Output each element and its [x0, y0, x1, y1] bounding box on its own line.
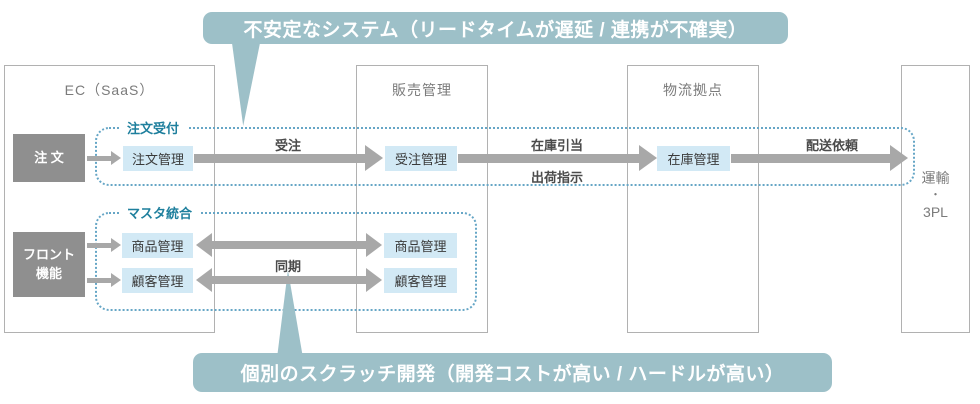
column-logistics-base: 物流拠点 — [627, 65, 759, 333]
group-order-intake: 注文受付 — [95, 119, 915, 186]
arrow-ec-order-to-sales-order — [194, 154, 365, 163]
arrowhead-inventory-to-transport — [890, 145, 908, 171]
arrow-front-to-ec-customer — [87, 278, 111, 283]
top-banner-callout-pointer — [232, 43, 260, 126]
column-title-logistics: 物流拠点 — [663, 82, 723, 98]
module-label-ec-product: 商品管理 — [131, 239, 184, 254]
front-functions-line2: 機能 — [35, 265, 62, 281]
flow-label-inventory-allocation: 在庫引当 — [530, 138, 583, 153]
source-box-order-label: 注 文 — [34, 149, 64, 165]
arrowhead-front-to-ec-product — [111, 238, 121, 252]
arrowhead-customer-sync-left — [196, 268, 212, 292]
module-box-sales-customer-management: 顧客管理 — [384, 268, 457, 293]
arrowhead-product-sync-right — [366, 233, 382, 257]
module-label-sales-order: 受注管理 — [394, 152, 447, 167]
module-label-sales-customer: 顧客管理 — [394, 274, 447, 289]
arrow-inventory-to-transport — [731, 154, 890, 163]
group-label-master-integration: マスタ統合 — [119, 204, 201, 223]
flow-label-delivery-request: 配送依頼 — [805, 138, 858, 153]
column-title-ec: EC（SaaS） — [64, 82, 155, 98]
transport-line2: 3PL — [923, 204, 948, 221]
group-label-order-intake: 注文受付 — [119, 119, 188, 138]
module-label-ec-order: 注文管理 — [131, 152, 184, 167]
transport-separator-dot: ・ — [930, 189, 941, 202]
arrow-sales-order-to-inventory — [458, 154, 639, 163]
top-problem-banner: 不安定なシステム（リードタイムが遅延 / 連携が不確実） — [203, 12, 788, 44]
module-label-ec-customer: 顧客管理 — [131, 274, 184, 289]
source-box-order: 注 文 — [13, 134, 85, 182]
bottom-problem-banner-label: 個別のスクラッチ開発（開発コストが高い / ハードルが高い） — [240, 364, 785, 385]
front-functions-line1: フロント — [22, 246, 75, 262]
flow-label-order-received: 受注 — [274, 138, 301, 153]
column-title-transport: 運輸 ・ 3PL — [902, 167, 969, 224]
arrowhead-product-sync-left — [196, 233, 212, 257]
module-box-ec-customer-management: 顧客管理 — [122, 268, 193, 293]
flow-label-sync: 同期 — [274, 259, 301, 274]
arrowhead-sales-order-to-inventory — [639, 145, 657, 171]
module-box-ec-product-management: 商品管理 — [122, 233, 193, 258]
top-problem-banner-label: 不安定なシステム（リードタイムが遅延 / 連携が不確実） — [243, 19, 748, 41]
transport-line1: 運輸 — [921, 170, 950, 187]
flow-label-shipping-instruction: 出荷指示 — [530, 170, 583, 185]
source-box-front-functions: フロント 機能 — [13, 232, 85, 297]
module-label-inventory: 在庫管理 — [667, 152, 720, 167]
arrowhead-ec-order-to-sales-order — [365, 145, 383, 171]
arrow-front-to-ec-product — [87, 243, 111, 248]
arrowhead-front-to-ec-customer — [111, 273, 121, 287]
module-box-sales-product-management: 商品管理 — [384, 233, 457, 258]
column-transport-3pl: 運輸 ・ 3PL — [901, 65, 970, 333]
arrow-order-to-ec-order — [87, 156, 111, 161]
arrowhead-customer-sync-right — [366, 268, 382, 292]
module-label-sales-product: 商品管理 — [394, 239, 447, 254]
arrow-product-sync — [212, 241, 366, 249]
column-title-sales: 販売管理 — [392, 82, 452, 98]
module-box-inventory-management: 在庫管理 — [657, 146, 730, 171]
module-box-ec-order-management: 注文管理 — [123, 146, 193, 171]
module-box-sales-order-management: 受注管理 — [385, 146, 457, 171]
arrowhead-order-to-ec-order — [111, 151, 121, 165]
arrow-customer-sync — [212, 276, 366, 284]
bottom-problem-banner: 個別のスクラッチ開発（開発コストが高い / ハードルが高い） — [193, 353, 832, 392]
